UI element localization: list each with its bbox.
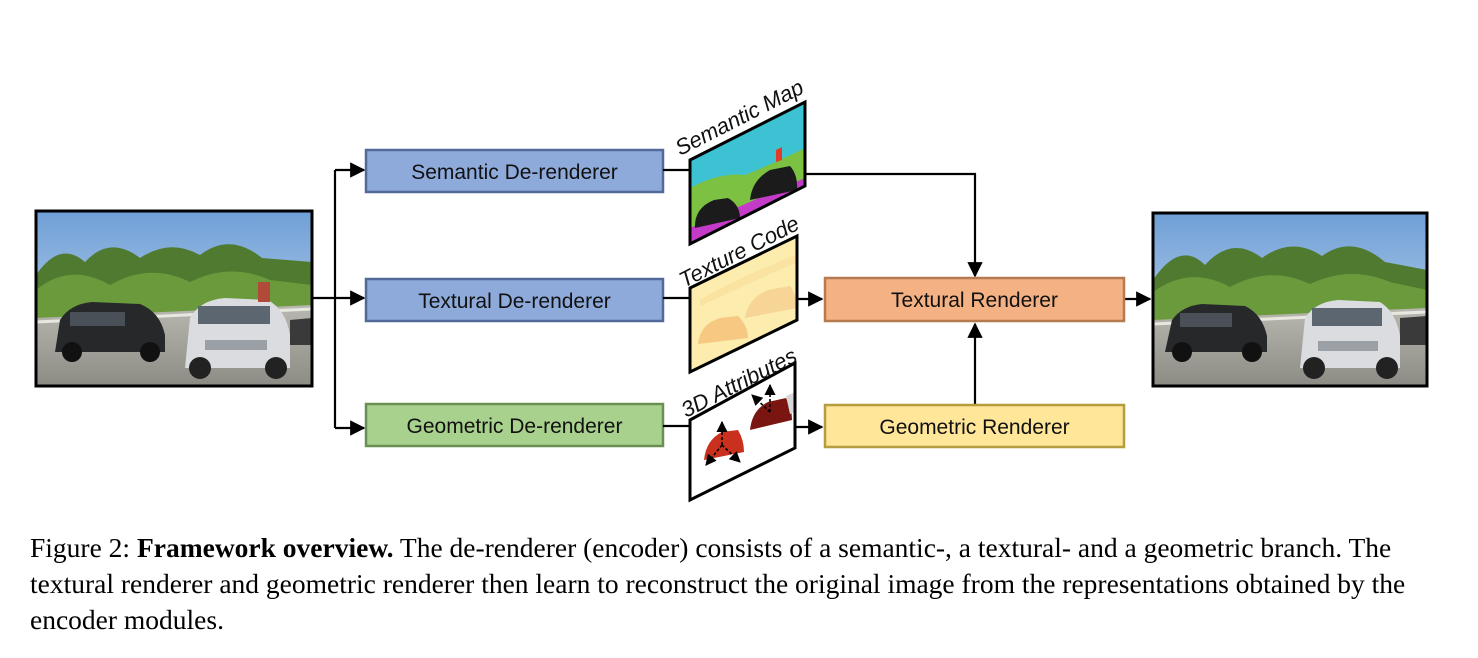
figure-caption: Figure 2: Framework overview. The de-ren… bbox=[30, 530, 1445, 638]
caption-title: Framework overview. bbox=[136, 532, 394, 563]
textural-derenderer-label: Textural De-renderer bbox=[418, 290, 611, 313]
output-image bbox=[1151, 211, 1429, 388]
caption-text: The de-renderer (encoder) consists of a … bbox=[30, 532, 1406, 635]
input-image bbox=[34, 209, 314, 388]
semantic-derenderer: Semantic De-renderer bbox=[364, 148, 665, 194]
renderer-connectors bbox=[795, 172, 1152, 435]
geometric-derenderer-label: Geometric De-renderer bbox=[407, 415, 623, 438]
textural-derenderer: Textural De-renderer bbox=[364, 277, 665, 323]
geometric-derenderer: Geometric De-renderer bbox=[364, 402, 665, 448]
caption-prefix: Figure 2: bbox=[30, 532, 137, 563]
geometric-renderer-label: Geometric Renderer bbox=[879, 416, 1069, 439]
textural-renderer-label: Textural Renderer bbox=[891, 289, 1058, 312]
geometric-renderer: Geometric Renderer bbox=[823, 403, 1126, 449]
semantic-derenderer-label: Semantic De-renderer bbox=[411, 161, 618, 184]
textural-renderer: Textural Renderer bbox=[823, 276, 1126, 323]
framework-diagram: Semantic De-renderer Textural De-rendere… bbox=[34, 74, 1429, 503]
encoder-links bbox=[663, 168, 692, 428]
input-connectors bbox=[312, 162, 366, 436]
